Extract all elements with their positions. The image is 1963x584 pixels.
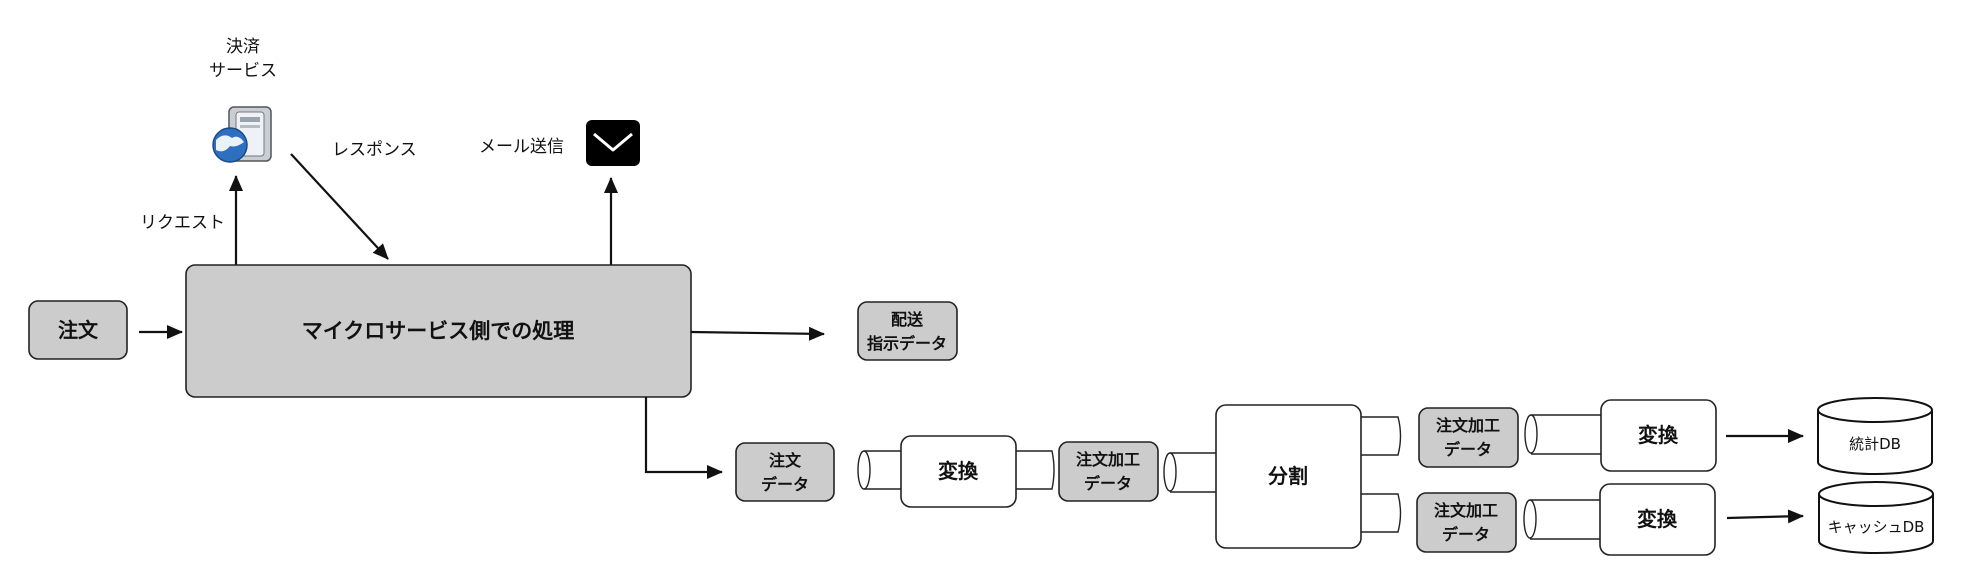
request-label: リクエスト [140, 213, 225, 233]
delivery-data-label-1: 配送 [891, 310, 924, 329]
payment-service-label-1: 決済 [226, 37, 260, 57]
response-label: レスポンス [332, 140, 417, 160]
delivery-arrow [690, 326, 825, 341]
delivery-data-label-2: 指示データ [867, 334, 947, 353]
response-arrow [290, 153, 389, 260]
processed-data-1-node [1058, 441, 1159, 502]
split-label: 分割 [1268, 464, 1308, 488]
transform-3-pipes [1523, 499, 1603, 540]
transform-2-pipes [1524, 414, 1604, 455]
split-pipes [1163, 416, 1402, 533]
delivery-data-node [857, 301, 958, 361]
mail-label: メール送信 [479, 137, 564, 157]
transform-3-label: 変換 [1637, 507, 1678, 531]
envelope-icon [586, 120, 640, 166]
transform-1-node [900, 435, 1017, 508]
payment-service-label-2: サービス [209, 61, 277, 81]
server-globe-icon [212, 106, 272, 163]
stats-db-node [1817, 397, 1933, 475]
order-data-label-2: データ [761, 475, 809, 494]
main-process-label: マイクロサービス側での処理 [302, 319, 575, 343]
main-process-node [185, 264, 692, 398]
order-data-node [735, 442, 835, 502]
stats-db-label: 統計DB [1849, 435, 1901, 453]
processed-data-2-node [1418, 407, 1519, 468]
transform-3-node [1599, 483, 1716, 556]
cache-db-label: キャッシュDB [1828, 518, 1925, 536]
order-label: 注文 [58, 318, 99, 342]
processed-data-3-label-1: 注文加工 [1434, 501, 1498, 520]
split-node [1215, 404, 1362, 549]
transform-1-label: 変換 [938, 459, 979, 483]
processed-data-1-label-1: 注文加工 [1076, 450, 1140, 469]
transform-2-label: 変換 [1638, 423, 1679, 447]
order-node [28, 300, 128, 360]
processed-data-3-label-2: データ [1442, 525, 1490, 544]
transform-2-node [1600, 399, 1717, 472]
order-data-label-1: 注文 [769, 451, 802, 470]
cache-db-node [1818, 481, 1934, 554]
processed-data-2-label-2: データ [1444, 440, 1492, 459]
order-data-arrow [644, 397, 723, 479]
processed-data-3-node [1416, 492, 1517, 553]
processed-data-2-label-1: 注文加工 [1436, 416, 1500, 435]
processed-data-1-label-2: データ [1084, 474, 1132, 493]
cache-db-arrow [1726, 509, 1804, 524]
